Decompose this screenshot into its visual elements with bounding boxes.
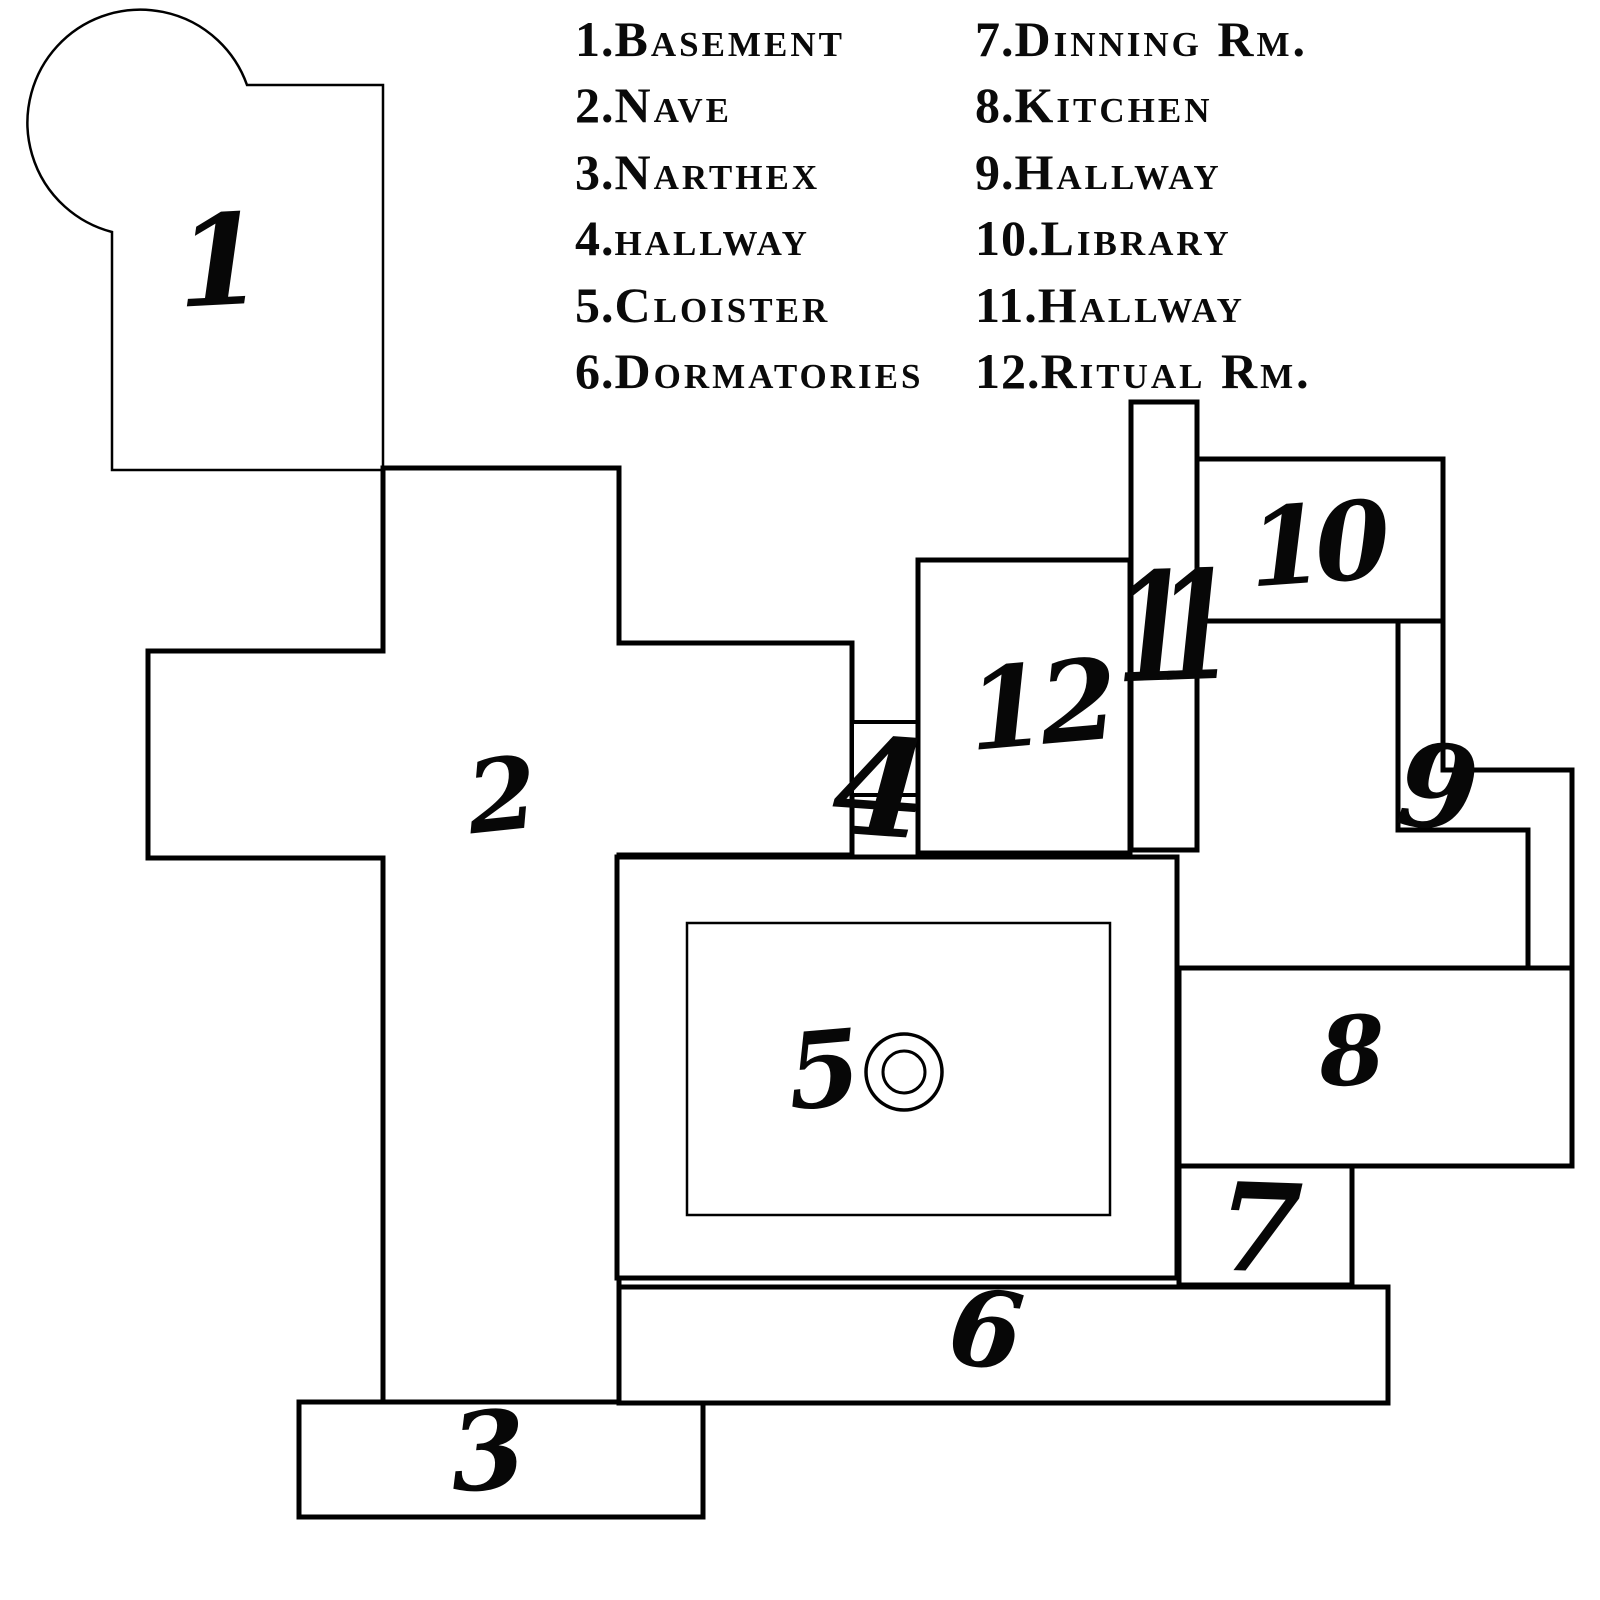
legend-item-11: 11.Hallway: [975, 272, 1312, 338]
legend-room-name: Dormatories: [614, 343, 924, 400]
room-12-number-label: 12: [962, 633, 1118, 778]
legend-item-6: 6.Dormatories: [575, 338, 923, 404]
room-1-basement-outline: [26, 8, 385, 472]
legend-item-10: 10.Library: [975, 205, 1312, 271]
room-4-hallway-outline: [850, 720, 920, 797]
legend-room-name: Cloister: [614, 276, 831, 333]
room-3-number-label: 3: [446, 1386, 530, 1518]
legend-item-9: 9.Hallway: [975, 139, 1312, 205]
legend-column-2: 7.Dinning Rm. 8.Kitchen 9.Hallway 10.Lib…: [975, 6, 1312, 404]
legend-number: 5.: [575, 276, 615, 333]
room-9-number-label: 9: [1392, 717, 1484, 859]
legend-number: 7.: [975, 11, 1015, 67]
legend-item-3: 3.Narthex: [575, 139, 923, 205]
legend-number: 1.: [575, 11, 615, 67]
legend-number: 6.: [575, 343, 615, 400]
legend-column-1: 1.Basement 2.Nave 3.Narthex 4.hallway 5.…: [575, 6, 923, 404]
legend-number: 3.: [575, 143, 615, 200]
legend-number: 10.: [975, 210, 1041, 267]
legend-item-12: 12.Ritual Rm.: [975, 338, 1312, 404]
legend-number: 8.: [975, 77, 1015, 134]
room-10-number-label: 10: [1244, 477, 1386, 613]
legend-number: 9.: [975, 143, 1015, 200]
legend-item-1: 1.Basement: [575, 6, 923, 72]
room-1-number-label: 1: [172, 186, 268, 337]
legend-number: 2.: [575, 77, 615, 134]
room-4-number-label: 4: [827, 705, 933, 871]
room-8-kitchen-outline: [1176, 965, 1575, 1169]
legend-room-name: hallway: [614, 210, 810, 267]
room-6-number-label: 6: [943, 1264, 1029, 1395]
room-5-number-label: 5: [782, 1004, 866, 1135]
legend-room-name: Basement: [614, 11, 845, 67]
legend-item-4: 4.hallway: [575, 205, 923, 271]
legend-room-name: Hallway: [1037, 276, 1245, 333]
legend-number: 11.: [975, 276, 1038, 333]
legend-item-5: 5.Cloister: [575, 272, 923, 338]
legend-room-name: Hallway: [1014, 143, 1222, 200]
legend-room-name: Nave: [614, 77, 732, 134]
cloister-well-inner-circle: [881, 1049, 927, 1095]
legend-room-name: Library: [1040, 210, 1232, 267]
room-11-number-label: 11: [1112, 538, 1204, 718]
room-8-number-label: 8: [1316, 994, 1388, 1110]
room-6-dormatories-outline: [616, 1284, 1391, 1406]
room-7-dinning-outline: [1176, 1163, 1355, 1288]
room-2-number-label: 2: [461, 732, 543, 858]
legend-item-7: 7.Dinning Rm.: [975, 6, 1312, 72]
legend-item-2: 2.Nave: [575, 72, 923, 138]
legend-room-name: Ritual Rm.: [1040, 343, 1312, 400]
legend-room-name: Narthex: [614, 143, 821, 200]
legend-number: 4.: [575, 210, 615, 267]
room-12-ritual-outline: [915, 557, 1133, 856]
legend-room-name: Kitchen: [1014, 77, 1213, 134]
room-7-number-label: 7: [1215, 1154, 1305, 1302]
legend-room-name: Dinning Rm.: [1014, 11, 1309, 67]
room-11-hallway-outline: [1128, 399, 1200, 853]
legend-item-8: 8.Kitchen: [975, 72, 1312, 138]
room-10-library-outline: [1194, 456, 1446, 624]
legend-number: 12.: [975, 343, 1041, 400]
room-3-narthex-outline: [296, 1399, 706, 1520]
